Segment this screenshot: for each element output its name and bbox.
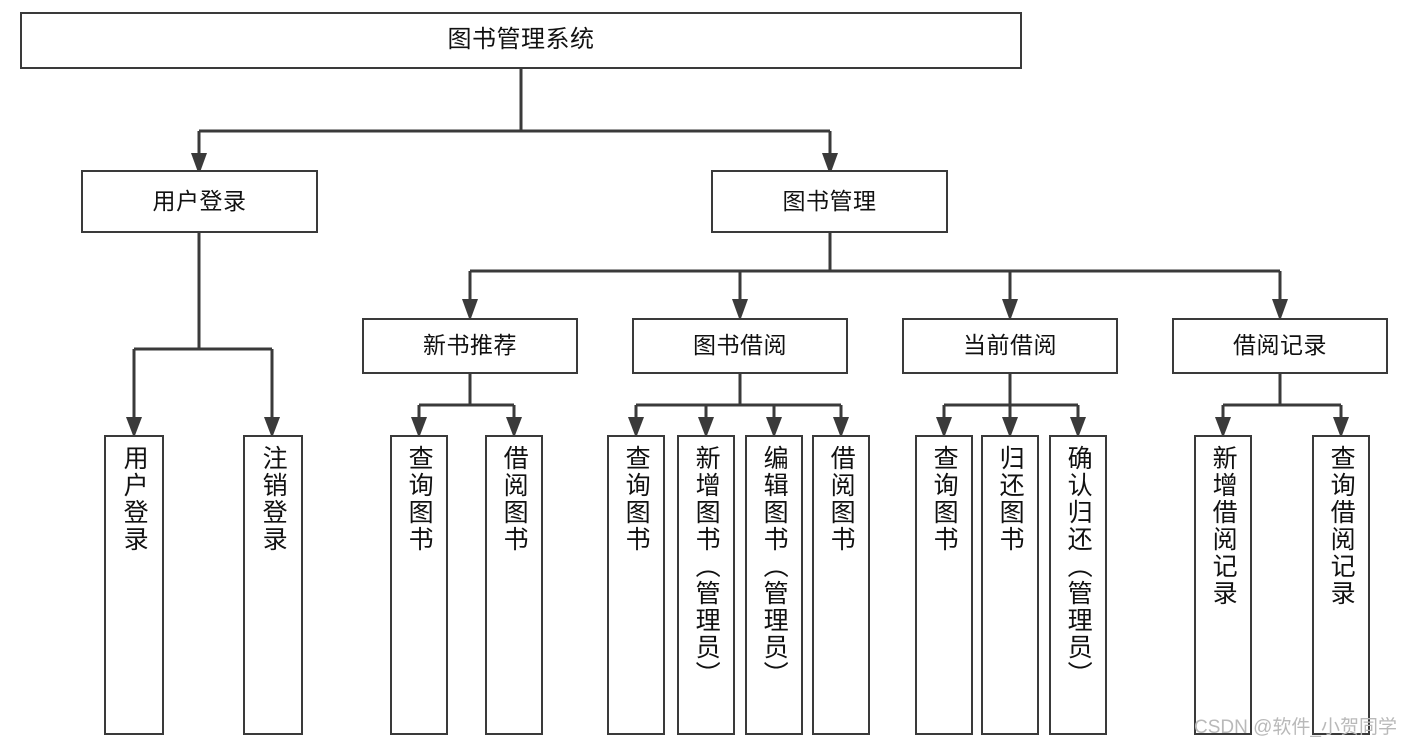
leaf-borrow-record-add[interactable]: 新增借阅记录 bbox=[1194, 435, 1252, 735]
node-label: 图书借阅 bbox=[693, 332, 787, 359]
node-label: 归还图书 bbox=[996, 445, 1025, 553]
leaf-user-login-logout[interactable]: 注销登录 bbox=[243, 435, 303, 735]
node-label: 查询图书 bbox=[405, 445, 434, 553]
leaf-book-borrow-add[interactable]: 新增图书（管理员） bbox=[677, 435, 735, 735]
leaf-current-borrow-return[interactable]: 归还图书 bbox=[981, 435, 1039, 735]
node-label: 借阅图书 bbox=[827, 445, 856, 553]
node-book-borrow[interactable]: 图书借阅 bbox=[632, 318, 848, 374]
leaf-current-borrow-confirm-return[interactable]: 确认归还（管理员） bbox=[1049, 435, 1107, 735]
node-label: 查询借阅记录 bbox=[1327, 445, 1356, 607]
node-label: 用户登录 bbox=[120, 445, 149, 553]
node-current-borrow[interactable]: 当前借阅 bbox=[902, 318, 1118, 374]
node-label: 确认归还（管理员） bbox=[1064, 445, 1093, 688]
leaf-book-borrow-borrow[interactable]: 借阅图书 bbox=[812, 435, 870, 735]
node-label: 借阅记录 bbox=[1233, 332, 1327, 359]
watermark-text: CSDN @软件_小贺同学 bbox=[1194, 717, 1397, 738]
node-user-login[interactable]: 用户登录 bbox=[81, 170, 318, 233]
node-borrow-record[interactable]: 借阅记录 bbox=[1172, 318, 1388, 374]
node-label: 编辑图书（管理员） bbox=[760, 445, 789, 688]
node-label: 注销登录 bbox=[259, 445, 288, 553]
leaf-book-borrow-edit[interactable]: 编辑图书（管理员） bbox=[745, 435, 803, 735]
node-label: 新书推荐 bbox=[423, 332, 517, 359]
leaf-new-book-query[interactable]: 查询图书 bbox=[390, 435, 448, 735]
node-label: 当前借阅 bbox=[963, 332, 1057, 359]
node-label: 图书管理 bbox=[782, 187, 877, 214]
node-label: 查询图书 bbox=[622, 445, 651, 553]
node-new-book-recommend[interactable]: 新书推荐 bbox=[362, 318, 578, 374]
node-label: 新增借阅记录 bbox=[1209, 445, 1238, 607]
leaf-current-borrow-query[interactable]: 查询图书 bbox=[915, 435, 973, 735]
node-label: 借阅图书 bbox=[500, 445, 529, 553]
node-root-book-management-system[interactable]: 图书管理系统 bbox=[20, 12, 1022, 69]
leaf-new-book-borrow[interactable]: 借阅图书 bbox=[485, 435, 543, 735]
node-label: 图书管理系统 bbox=[447, 26, 595, 54]
leaf-book-borrow-query[interactable]: 查询图书 bbox=[607, 435, 665, 735]
leaf-borrow-record-query[interactable]: 查询借阅记录 bbox=[1312, 435, 1370, 735]
node-book-management[interactable]: 图书管理 bbox=[711, 170, 948, 233]
node-label: 查询图书 bbox=[930, 445, 959, 553]
node-label: 新增图书（管理员） bbox=[692, 445, 721, 688]
node-label: 用户登录 bbox=[152, 187, 247, 214]
leaf-user-login-login[interactable]: 用户登录 bbox=[104, 435, 164, 735]
